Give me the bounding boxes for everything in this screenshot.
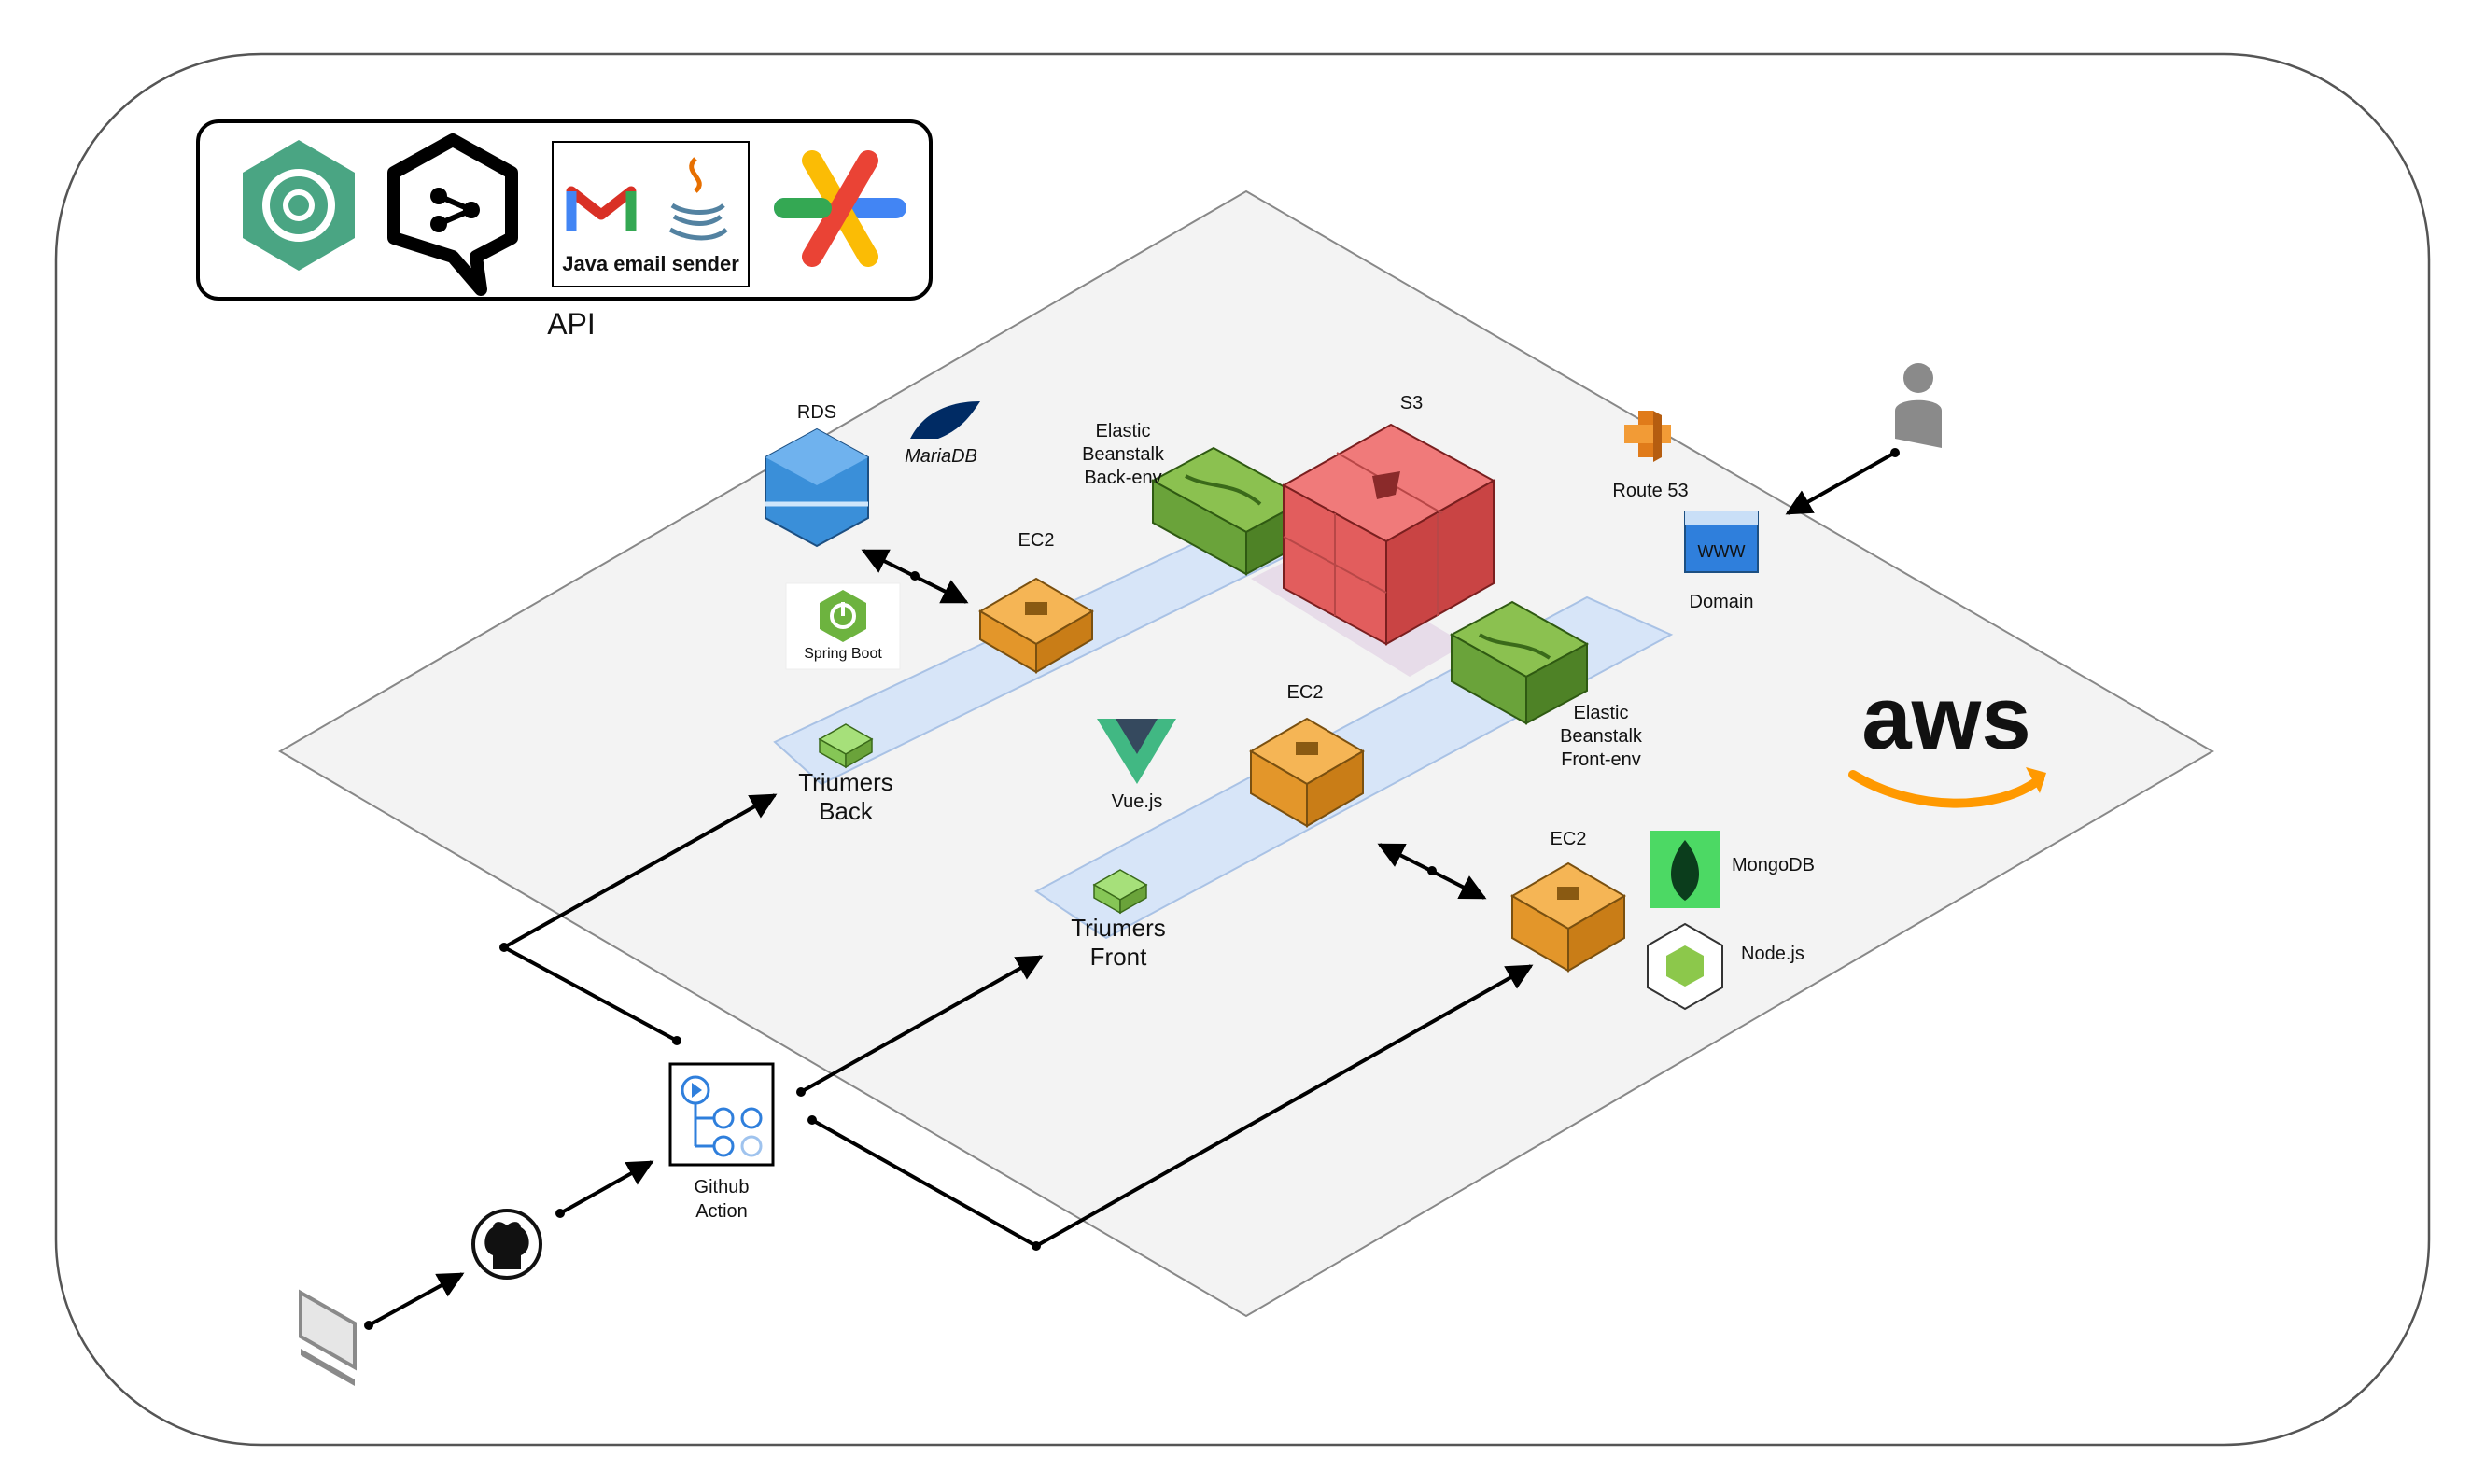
laptop-icon	[299, 1289, 357, 1386]
github-action-icon	[668, 1062, 775, 1167]
github-action-label-2: Action	[695, 1201, 748, 1222]
spring-boot-icon	[820, 590, 866, 642]
arrow-github-action	[559, 1160, 654, 1215]
ec2-node-cube-icon	[1510, 861, 1626, 973]
arrow-action-front	[800, 955, 1044, 1094]
mongodb-label: MongoDB	[1732, 855, 1815, 875]
mariadb-label: MariaDB	[905, 446, 977, 467]
nodejs-icon	[1647, 922, 1723, 1011]
openai-logo-icon	[243, 140, 355, 271]
ec2-front-cube-icon	[1249, 717, 1365, 828]
github-action-label-1: Github	[695, 1177, 750, 1197]
beanstalk-back-label-2: Beanstalk	[1082, 444, 1165, 465]
beanstalk-back-label-1: Elastic	[1096, 421, 1151, 441]
aws-smile-arrow-icon	[2026, 767, 2046, 793]
arrow-user-domain	[1785, 451, 1896, 515]
ec2-back-cube-icon	[978, 577, 1094, 674]
beanstalk-back-label-3: Back-env	[1084, 468, 1161, 488]
beanstalk-front-label-2: Beanstalk	[1560, 726, 1643, 747]
app-front-label-1: Triumers	[1071, 914, 1166, 942]
api-label: API	[547, 307, 596, 341]
app-front-icon	[1092, 869, 1148, 915]
spring-boot-label: Spring Boot	[804, 646, 882, 662]
java-icon	[668, 157, 728, 241]
app-back-label-1: Triumers	[798, 768, 893, 796]
google-cloud-icon	[774, 150, 906, 267]
s3-label: S3	[1400, 393, 1423, 413]
aws-logo-text: aws	[1861, 668, 2030, 768]
ec2-front-label: EC2	[1287, 682, 1324, 703]
nodejs-label: Node.js	[1741, 944, 1804, 964]
gmail-icon	[566, 186, 637, 231]
aws-platform	[278, 189, 2214, 1318]
user-icon	[1895, 363, 1942, 448]
api-hub-logo-icon	[387, 133, 518, 296]
route53-label: Route 53	[1612, 481, 1688, 501]
domain-www-badge: WWW	[1698, 542, 1746, 561]
domain-label: Domain	[1690, 592, 1754, 612]
rds-label: RDS	[797, 402, 836, 423]
domain-www-icon	[1684, 511, 1759, 573]
vuejs-icon	[1097, 719, 1176, 784]
route53-icon	[1624, 411, 1671, 462]
beanstalk-front-label-3: Front-env	[1561, 749, 1641, 770]
mariadb-icon	[910, 401, 980, 439]
connector-dots	[364, 448, 1900, 1330]
beanstalk-front-label-1: Elastic	[1574, 703, 1629, 723]
arrow-laptop-github	[368, 1272, 465, 1327]
ec2-back-label: EC2	[1018, 530, 1055, 551]
vuejs-label: Vue.js	[1112, 791, 1163, 812]
aws-smile-icon	[1848, 770, 2044, 808]
ec2-node-label: EC2	[1551, 829, 1587, 849]
s3-bucket-icon	[1281, 423, 1496, 646]
email-sender-label: Java email sender	[562, 252, 739, 275]
mongodb-leaf-icon	[1671, 840, 1699, 901]
beanstalk-front-icon	[1449, 600, 1590, 725]
github-icon	[471, 1209, 542, 1280]
app-back-icon	[818, 723, 874, 769]
rds-icon	[765, 427, 869, 548]
app-front-label-2: Front	[1090, 943, 1147, 971]
app-back-label-2: Back	[819, 797, 874, 825]
